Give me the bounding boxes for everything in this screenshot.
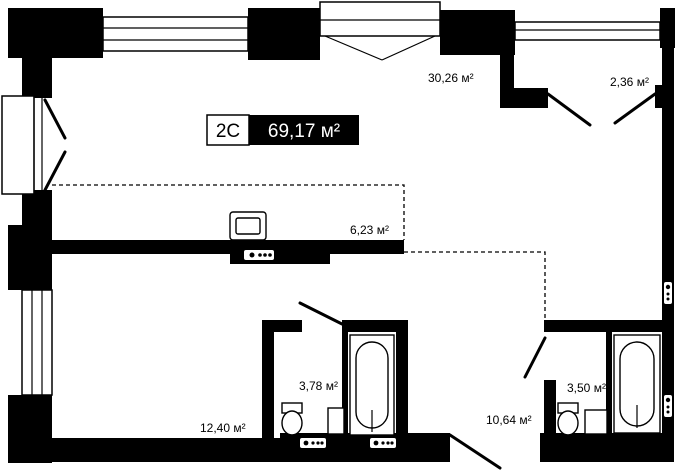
room-area-hallway: 6,23 м² — [350, 223, 389, 237]
apartment-type-code: 2С — [216, 121, 240, 142]
apartment-total-area: 69,17 м² — [268, 121, 340, 142]
wall-bath1-left — [262, 320, 274, 440]
corridor-boundary — [404, 251, 546, 320]
wall-corner-top-right — [660, 8, 675, 48]
zone-boundaries — [52, 184, 546, 320]
hallway-boundary — [52, 184, 405, 240]
window-left-upper — [1, 95, 35, 195]
wall-bath2-partition — [606, 330, 612, 435]
storage-walls — [500, 38, 667, 127]
window-top-left — [102, 16, 249, 52]
wall-bottom-left — [8, 438, 288, 462]
door-entrance — [448, 433, 502, 470]
fixtures — [229, 211, 672, 448]
wall-bottom-right — [540, 433, 674, 462]
window-sashes — [43, 35, 436, 192]
room-area-bathroom-2: 3,50 м² — [567, 381, 606, 395]
wall-bath1-partition — [342, 332, 348, 435]
toilet-2-icon — [557, 410, 579, 436]
window-left-lower — [21, 289, 53, 396]
wall-right — [662, 40, 674, 462]
window-top-center — [319, 1, 441, 37]
toilet-1-icon — [281, 410, 303, 436]
room-area-living-kitchen: 30,26 м² — [428, 71, 474, 85]
apartment-area-box — [249, 115, 359, 145]
door-bathroom-2 — [523, 336, 547, 379]
room-area-corridor: 10,64 м² — [486, 413, 532, 427]
wall-top-mid — [248, 8, 320, 60]
door-bathroom-1 — [298, 301, 344, 326]
doors — [298, 301, 547, 470]
wall-bath2-top — [544, 320, 664, 332]
room-labels: 30,26 м² 2,36 м² 6,23 м² 12,40 м² 3,78 м… — [200, 71, 649, 435]
wall-bath1-right — [396, 320, 408, 440]
room-area-bathroom-1: 3,78 м² — [299, 379, 338, 393]
bath2-sink — [584, 409, 608, 435]
bath1-sink — [327, 407, 345, 435]
room-area-storage: 2,36 м² — [610, 75, 649, 89]
room-area-bedroom: 12,40 м² — [200, 421, 246, 435]
wall-bath2-left — [544, 380, 556, 440]
wall-bath1-top-right — [342, 320, 404, 332]
wall-bedroom-top — [52, 240, 404, 254]
wall-storage-bottom-right — [655, 85, 667, 108]
windows — [1, 1, 661, 396]
outer-walls — [8, 8, 675, 463]
wall-left-block — [8, 225, 52, 290]
apartment-badge: 2С 69,17 м² — [206, 114, 359, 146]
window-top-right — [514, 21, 661, 41]
wall-left-top — [22, 8, 52, 98]
interior-walls — [52, 240, 664, 440]
wall-storage-bottom-left — [500, 88, 548, 108]
